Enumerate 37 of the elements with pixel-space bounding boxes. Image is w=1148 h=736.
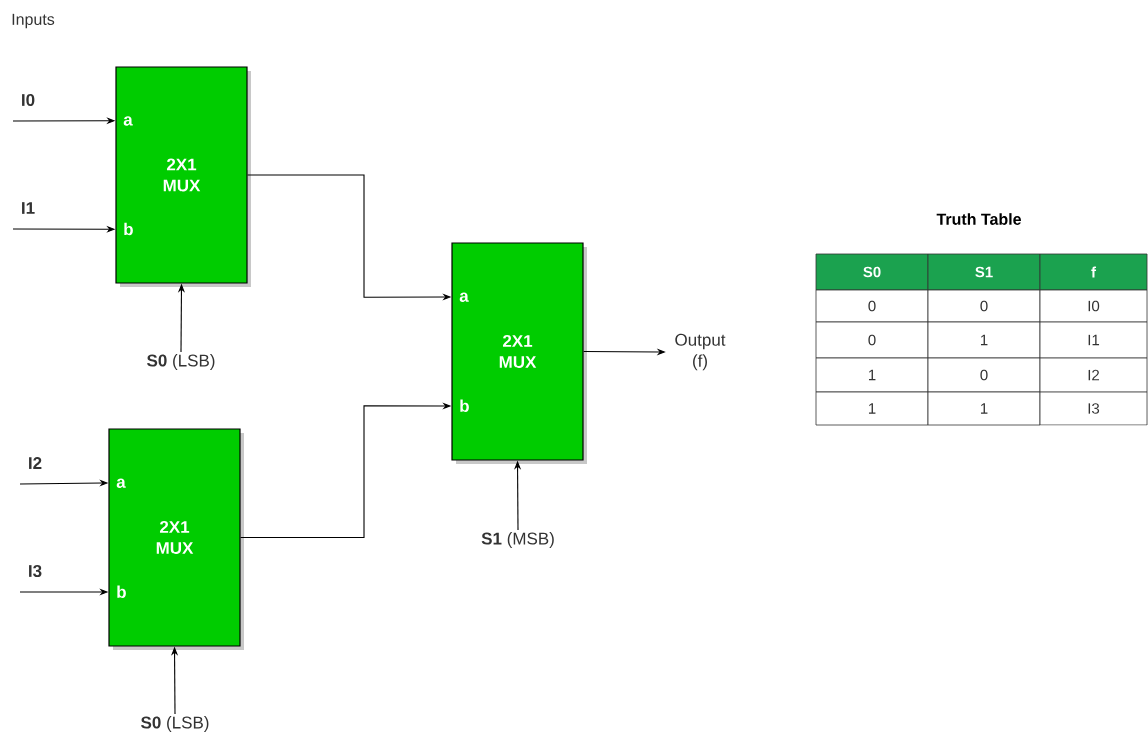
output-label: Output (f): [675, 333, 726, 371]
port-label: a: [459, 292, 469, 302]
table-cell: 1: [927, 321, 1041, 359]
table-cell: 0: [927, 357, 1041, 393]
input-label: I0: [22, 94, 35, 107]
select-label: S0 (LSB): [141, 716, 209, 732]
table-cell: I1: [1039, 321, 1148, 359]
table-cell: 0: [815, 289, 929, 323]
heading: Inputs: [12, 13, 55, 29]
mux-block: [115, 66, 251, 287]
table-cell: 1: [927, 391, 1041, 426]
header-cell: S0: [815, 253, 929, 291]
table-cell: I0: [1039, 289, 1148, 323]
port-label: a: [123, 116, 133, 126]
select-label: S0 (LSB): [147, 354, 215, 370]
table-title: Truth Table: [936, 213, 1021, 225]
mux-block: [451, 242, 587, 464]
port-label: b: [124, 222, 133, 236]
block-label: 2X1 MUX: [156, 521, 194, 555]
table-cell: I2: [1039, 357, 1148, 393]
select-label: S1 (MSB): [481, 532, 554, 548]
table-cell: 1: [815, 357, 929, 393]
port-label: a: [116, 478, 126, 488]
block-label: 2X1 MUX: [163, 158, 201, 192]
port-label: b: [460, 399, 469, 412]
table-cell: 0: [815, 321, 929, 359]
mux-block: [108, 428, 244, 650]
table-cell: 0: [927, 289, 1041, 323]
input-label: I3: [29, 564, 42, 578]
header-cell: S1: [927, 253, 1041, 291]
input-label: I1: [22, 202, 35, 214]
table-cell: 1: [815, 391, 929, 426]
port-label: b: [117, 585, 126, 598]
table-cell: I3: [1039, 391, 1148, 426]
input-label: I2: [29, 457, 42, 469]
block-label: 2X1 MUX: [499, 335, 537, 369]
header-cell: f: [1039, 253, 1148, 291]
